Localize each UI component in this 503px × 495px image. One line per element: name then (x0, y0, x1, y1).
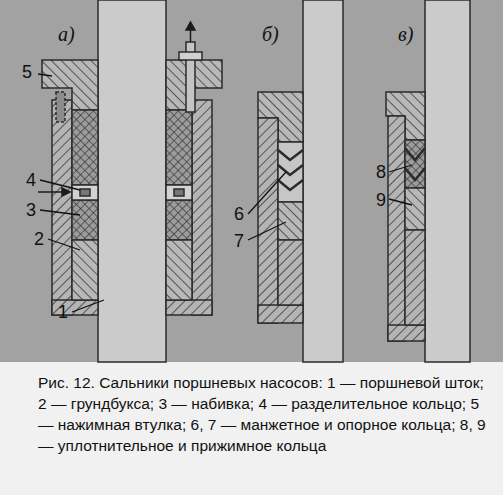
callout-number: 8 (376, 163, 386, 181)
subfigure-label: б) (262, 24, 279, 44)
callout-number: 3 (26, 201, 36, 219)
callout-number: 5 (22, 63, 32, 81)
callout-number: 4 (26, 171, 36, 189)
gland-a (42, 0, 222, 362)
gland-c (386, 0, 470, 362)
callout-number: 9 (376, 191, 386, 209)
callout-number: 6 (234, 205, 244, 223)
subfigure-label: в) (398, 24, 413, 44)
gland-b (258, 0, 343, 362)
callout-number: 7 (234, 232, 244, 250)
photo-ground (0, 0, 503, 362)
leader-lines (38, 74, 412, 312)
subfigure-label: а) (58, 24, 75, 44)
callout-number: 1 (58, 303, 68, 321)
callout-number: 2 (34, 230, 44, 248)
figure-caption: Рис. 12. Сальники поршневых насосов: 1 —… (38, 372, 486, 456)
